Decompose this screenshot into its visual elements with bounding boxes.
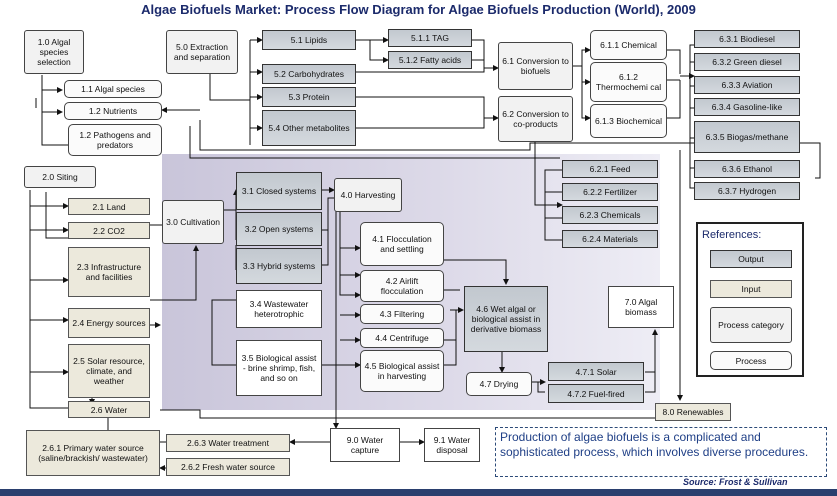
- box-6-2-1-feed: 6.2.1 Feed: [562, 160, 658, 178]
- box-6-3-4-gasoline-like: 6.3.4 Gasoline-like: [694, 98, 800, 116]
- box-6-3-6-ethanol: 6.3.6 Ethanol: [694, 160, 800, 178]
- box-5-1-lipids: 5.1 Lipids: [262, 30, 356, 50]
- box-6-3-7-hydrogen: 6.3.7 Hydrogen: [694, 182, 800, 200]
- box-5-1-2-fatty-acids: 5.1.2 Fatty acids: [388, 51, 472, 69]
- box-3-4-wastewater-heterotrophic: 3.4 Wastewater heterotrophic: [236, 290, 322, 328]
- box-3-5-biological-assist: 3.5 Biological assist - brine shrimp, fi…: [236, 340, 322, 396]
- box-5-3-protein: 5.3 Protein: [262, 87, 356, 107]
- box-4-4-centrifuge: 4.4 Centrifuge: [360, 328, 444, 348]
- box-6-3-3-aviation: 6.3.3 Aviation: [694, 76, 800, 94]
- legend-output: Output: [710, 250, 792, 268]
- diagram-title: Algae Biofuels Market: Process Flow Diag…: [141, 2, 696, 17]
- box-6-2-3-chemicals: 6.2.3 Chemicals: [562, 206, 658, 224]
- box-7-0-algal-biomass: 7.0 Algal biomass: [608, 286, 674, 328]
- box-4-7-1-solar: 4.7.1 Solar: [548, 362, 644, 381]
- box-4-7-drying: 4.7 Drying: [466, 372, 532, 396]
- legend-process: Process: [710, 351, 792, 370]
- box-6-1-conversion-biofuels: 6.1 Conversion to biofuels: [498, 42, 573, 90]
- box-6-1-3-biochemical: 6.1.3 Biochemical: [590, 104, 667, 138]
- source-credit: Source: Frost & Sullivan: [683, 477, 788, 487]
- box-5-0-extraction-separation: 5.0 Extraction and separation: [166, 30, 238, 74]
- legend-process-category: Process category: [710, 307, 792, 343]
- box-1-3-pathogens-predators: 1.2 Pathogens and predators: [68, 124, 162, 156]
- box-3-0-cultivation: 3.0 Cultivation: [162, 200, 224, 244]
- legend-input: Input: [710, 280, 792, 298]
- box-4-0-harvesting: 4.0 Harvesting: [334, 178, 402, 212]
- box-4-1-flocculation-settling: 4.1 Flocculation and settling: [360, 222, 444, 266]
- box-2-6-2-fresh-water-source: 2.6.2 Fresh water source: [166, 458, 290, 476]
- box-1-0-algal-species-selection: 1.0 Algal species selection: [24, 30, 84, 74]
- box-2-6-1-primary-water-source: 2.6.1 Primary water source (saline/brack…: [26, 430, 160, 476]
- box-2-5-solar-climate: 2.5 Solar resource, climate, and weather: [68, 344, 150, 398]
- box-5-1-1-tag: 5.1.1 TAG: [388, 29, 472, 47]
- box-6-3-5-biogas-methane: 6.3.5 Biogas/methane: [694, 121, 800, 153]
- footer-bar: [0, 489, 837, 496]
- box-1-1-algal-species: 1.1 Algal species: [64, 80, 162, 98]
- box-5-4-other-metabolites: 5.4 Other metabolites: [262, 110, 356, 146]
- box-6-1-2-thermochemical: 6.1.2 Thermochemi cal: [590, 62, 667, 102]
- box-6-2-2-fertilizer: 6.2.2 Fertilizer: [562, 183, 658, 201]
- box-3-3-hybrid-systems: 3.3 Hybrid systems: [236, 248, 322, 284]
- box-6-1-1-chemical: 6.1.1 Chemical: [590, 30, 667, 60]
- box-6-2-4-materials: 6.2.4 Materials: [562, 230, 658, 248]
- box-4-5-biological-assist-harvesting: 4.5 Biological assist in harvesting: [360, 350, 444, 392]
- box-2-3-infrastructure: 2.3 Infrastructure and facilities: [68, 247, 150, 297]
- box-2-6-water: 2.6 Water: [68, 401, 150, 418]
- box-6-3-1-biodiesel: 6.3.1 Biodiesel: [694, 30, 800, 48]
- references-title: References:: [702, 229, 762, 241]
- box-9-1-water-disposal: 9.1 Water disposal: [424, 428, 480, 462]
- box-1-2-nutrients: 1.2 Nutrients: [64, 102, 162, 120]
- box-3-2-open-systems: 3.2 Open systems: [236, 212, 322, 246]
- box-2-0-siting: 2.0 Siting: [24, 166, 96, 188]
- box-4-2-airlift-flocculation: 4.2 Airlift flocculation: [360, 270, 444, 302]
- box-4-6-wet-algal-biomass: 4.6 Wet algal or biological assist in de…: [464, 286, 548, 352]
- box-8-0-renewables: 8.0 Renewables: [655, 403, 731, 421]
- box-6-2-conversion-coproducts: 6.2 Conversion to co-products: [498, 96, 573, 142]
- box-2-2-co2: 2.2 CO2: [68, 222, 150, 239]
- box-2-4-energy-sources: 2.4 Energy sources: [68, 308, 150, 338]
- box-4-3-filtering: 4.3 Filtering: [360, 304, 444, 324]
- box-4-7-2-fuel-fired: 4.7.2 Fuel-fired: [548, 384, 644, 403]
- box-2-1-land: 2.1 Land: [68, 198, 150, 215]
- box-9-0-water-capture: 9.0 Water capture: [330, 428, 400, 462]
- summary-note: Production of algae biofuels is a compli…: [495, 427, 827, 477]
- box-2-6-3-water-treatment: 2.6.3 Water treatment: [166, 434, 290, 452]
- box-6-3-2-green-diesel: 6.3.2 Green diesel: [694, 53, 800, 71]
- box-3-1-closed-systems: 3.1 Closed systems: [236, 172, 322, 210]
- box-5-2-carbohydrates: 5.2 Carbohydrates: [262, 64, 356, 84]
